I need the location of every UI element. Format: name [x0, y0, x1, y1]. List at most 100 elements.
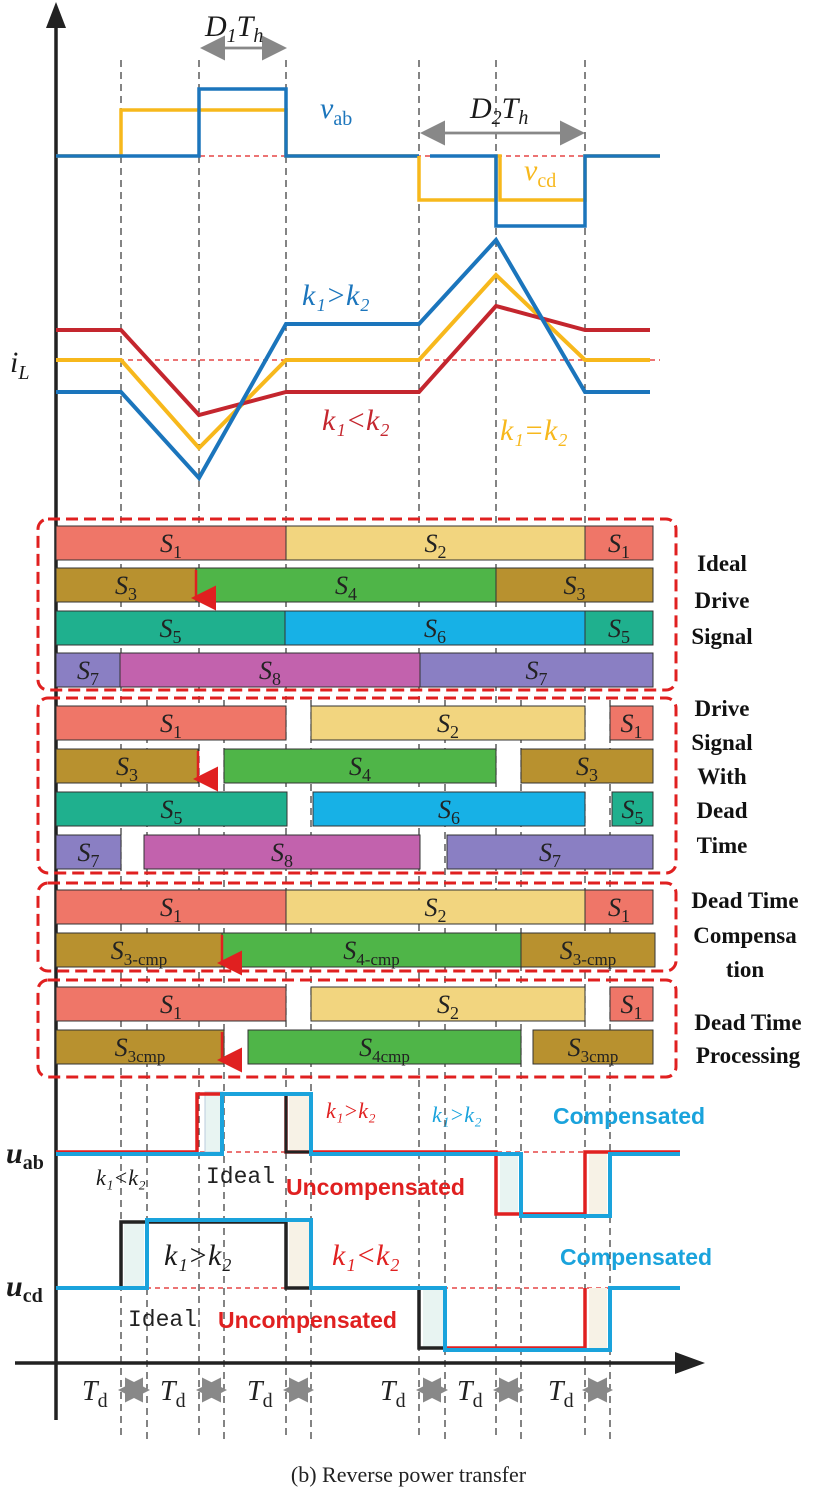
bar-compensation-0-1	[285, 889, 586, 925]
bar-label-ideal-3-2: S7	[526, 656, 548, 689]
bar-ideal-0-2	[584, 525, 654, 561]
ucd-red	[445, 1288, 587, 1350]
bar-compensation-0-2	[584, 889, 654, 925]
ideal-label-ucd: Ideal	[128, 1307, 197, 1333]
bar-label-ideal-1-2: S3	[564, 571, 586, 604]
td-label-0: Td	[82, 1376, 108, 1412]
ucd-black	[56, 1220, 445, 1350]
td-label-4: Td	[457, 1376, 483, 1412]
bar-label-deadtime-2-1: S6	[438, 795, 460, 828]
td-label-1: Td	[160, 1376, 186, 1412]
td-label-3: Td	[380, 1376, 406, 1412]
k-lt-red-label: k₁<k₂	[332, 1239, 400, 1272]
bar-label-processing-1-2: S3cmp	[568, 1033, 619, 1066]
bar-label-compensation-1-2: S3-cmp	[560, 936, 616, 969]
ucd-waveforms	[56, 1218, 680, 1352]
bar-label-deadtime-0-1: S2	[437, 709, 459, 742]
bar-label-ideal-3-1: S8	[259, 656, 281, 689]
bar-deadtime-1-2	[520, 748, 654, 784]
ucd-label: ucd	[6, 1270, 43, 1307]
bar-label-deadtime-2-2: S5	[622, 795, 644, 828]
il-label: iL	[10, 346, 29, 384]
d1th-annotation: D1Th	[200, 10, 287, 61]
vcd-blue-waveform	[430, 154, 660, 228]
td-label-2: Td	[247, 1376, 273, 1412]
bar-processing-1-2	[532, 1029, 654, 1065]
bar-ideal-3-1	[119, 652, 421, 688]
bar-label-deadtime-1-2: S3	[576, 752, 598, 785]
bar-label-compensation-0-2: S1	[608, 893, 630, 926]
uncompensated-label-uab: Uncompensated	[286, 1174, 465, 1200]
compensated-label-ucd: Compensated	[560, 1244, 712, 1270]
bar-processing-0-1	[310, 986, 586, 1022]
bar-deadtime-3-1	[143, 834, 421, 870]
bar-label-compensation-0-0: S1	[160, 893, 182, 926]
bar-label-deadtime-1-1: S4	[349, 752, 371, 785]
bar-compensation-1-2	[520, 932, 656, 968]
k-gt-black-label: k₁>k₂	[164, 1239, 232, 1272]
bar-ideal-2-0	[55, 610, 286, 646]
bar-ideal-3-0	[55, 652, 121, 688]
bar-deadtime-0-0	[55, 705, 287, 741]
bar-deadtime-0-2	[609, 705, 654, 741]
bar-label-ideal-0-0: S1	[160, 529, 182, 562]
bar-label-deadtime-0-0: S1	[160, 709, 182, 742]
uncompensated-label-ucd: Uncompensated	[218, 1307, 397, 1333]
svg-text:D2Th: D2Th	[469, 92, 528, 129]
bar-deadtime-1-0	[55, 748, 199, 784]
bar-deadtime-2-1	[312, 791, 586, 827]
svg-text:D1Th: D1Th	[204, 10, 263, 47]
bar-deadtime-2-0	[55, 791, 288, 827]
bar-processing-0-0	[55, 986, 287, 1022]
k-eq-label: k₁=k₂	[500, 414, 568, 447]
bar-label-deadtime-1-0: S3	[116, 752, 138, 785]
bar-label-deadtime-3-0: S7	[78, 838, 100, 871]
vab-waveform	[56, 108, 419, 158]
bar-label-ideal-2-1: S6	[424, 614, 446, 647]
bar-processing-1-1	[247, 1029, 522, 1065]
bar-processing-1-0	[55, 1029, 225, 1065]
k-lt-label: k₁<k₂	[322, 404, 390, 437]
bar-label-compensation-1-1: S4-cmp	[343, 936, 399, 969]
il-red	[56, 303, 650, 418]
bar-deadtime-0-1	[310, 705, 586, 741]
bar-label-ideal-2-2: S5	[608, 614, 630, 647]
bar-ideal-1-1	[195, 567, 497, 603]
vcd-label: vcd	[524, 154, 556, 192]
bar-compensation-0-0	[55, 889, 287, 925]
vab-label: vab	[320, 92, 352, 130]
k-gt-red-label: k₁>k₂	[326, 1098, 376, 1123]
vab-blue-waveform	[56, 87, 419, 158]
bar-label-ideal-1-1: S4	[335, 571, 357, 604]
bar-ideal-3-2	[419, 652, 654, 688]
uab-blue	[56, 1092, 680, 1218]
bar-compensation-1-0	[55, 932, 223, 968]
il-blue	[56, 236, 650, 482]
bar-deadtime-3-0	[55, 834, 122, 870]
bar-ideal-2-2	[584, 610, 654, 646]
bar-ideal-0-0	[55, 525, 287, 561]
voltage-waveforms	[56, 87, 660, 228]
uab-waveforms	[56, 1091, 680, 1218]
bar-label-ideal-0-1: S2	[425, 529, 447, 562]
k-gt-blue-label: k₁>k₂	[432, 1102, 482, 1127]
bar-deadtime-2-2	[611, 791, 654, 827]
bar-compensation-1-1	[221, 932, 522, 968]
ucd-blue	[56, 1218, 680, 1352]
bar-label-processing-1-1: S4cmp	[359, 1033, 410, 1066]
bar-label-deadtime-3-1: S8	[271, 838, 293, 871]
bar-label-compensation-1-0: S3-cmp	[111, 936, 167, 969]
td-label-5: Td	[548, 1376, 574, 1412]
uab-label: uab	[6, 1137, 44, 1174]
bar-label-ideal-2-0: S5	[160, 614, 182, 647]
bar-label-deadtime-0-2: S1	[621, 709, 643, 742]
bar-label-processing-0-2: S1	[621, 990, 643, 1023]
bar-label-processing-0-0: S1	[160, 990, 182, 1023]
bar-ideal-1-2	[495, 567, 654, 603]
bar-deadtime-1-1	[223, 748, 497, 784]
